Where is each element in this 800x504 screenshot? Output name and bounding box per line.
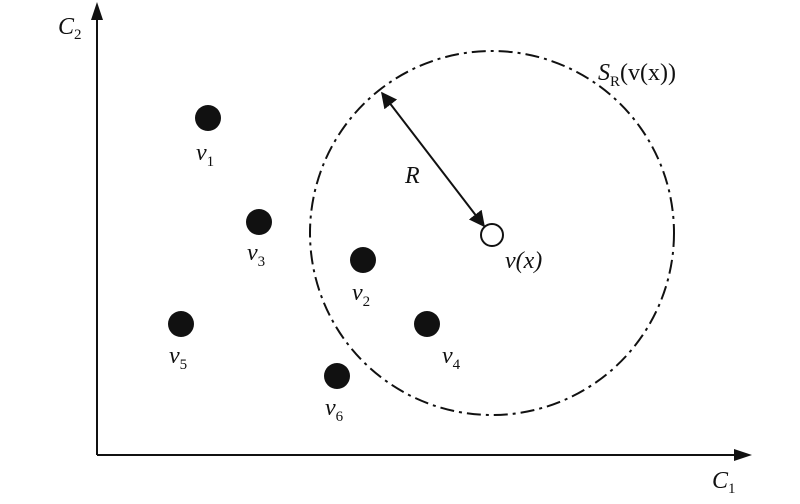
point-v1-label: v1 bbox=[196, 140, 214, 170]
query-label: v(x) bbox=[505, 248, 542, 274]
point-v4-icon bbox=[414, 311, 440, 337]
point-v4-label: v4 bbox=[442, 343, 461, 373]
x-axis-label: C1 bbox=[712, 468, 736, 497]
y-axis-arrowhead bbox=[91, 2, 103, 20]
point-v2-icon bbox=[350, 247, 376, 273]
point-v5-icon bbox=[168, 311, 194, 337]
y-axis-label: C2 bbox=[58, 14, 82, 43]
point-v3-icon bbox=[246, 209, 272, 235]
sphere-label: SR(v(x)) bbox=[598, 60, 676, 90]
point-v6-icon bbox=[324, 363, 350, 389]
point-v6-label: v6 bbox=[325, 395, 344, 425]
radius-arrow bbox=[381, 91, 485, 228]
x-axis-arrowhead bbox=[734, 449, 752, 461]
point-v2-label: v2 bbox=[352, 280, 370, 310]
query-point-icon bbox=[480, 223, 504, 247]
point-v5-label: v5 bbox=[169, 343, 187, 373]
point-v1-icon bbox=[195, 105, 221, 131]
sphere-circle bbox=[309, 50, 675, 416]
radius-label: R bbox=[404, 163, 420, 189]
point-v3-label: v3 bbox=[247, 240, 265, 270]
